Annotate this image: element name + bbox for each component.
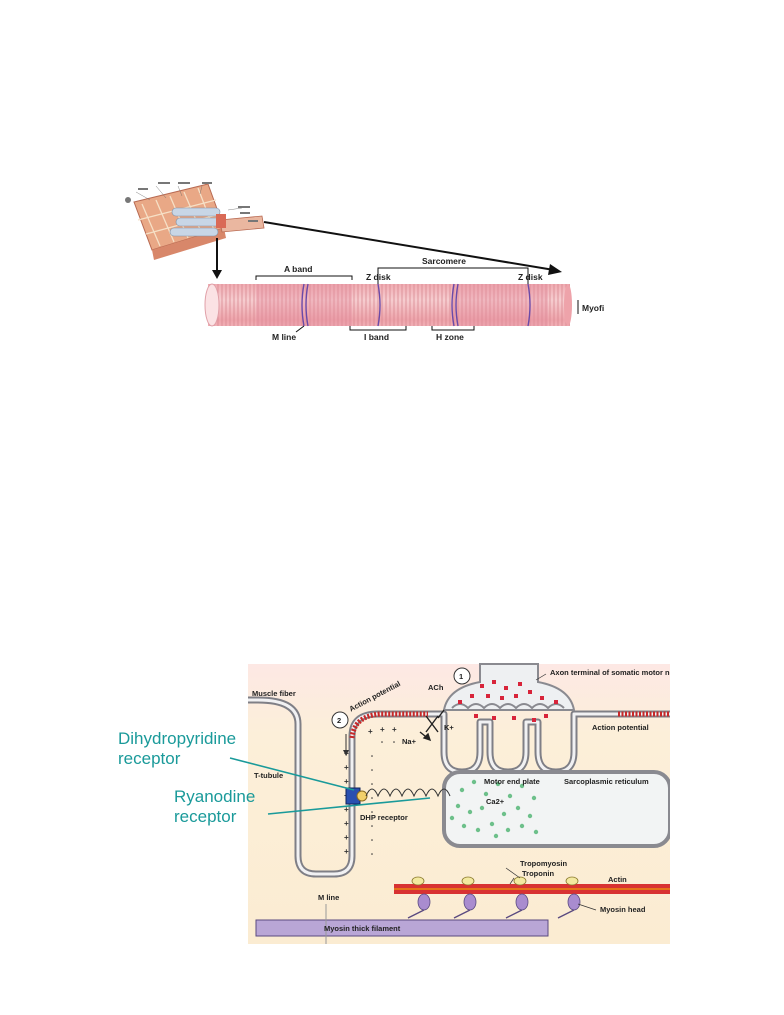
z-disk-right-label: Z disk bbox=[518, 272, 543, 282]
ryanodine-callout-line1: Ryanodine bbox=[174, 787, 255, 806]
dihydropyridine-callout-line2: receptor bbox=[118, 749, 181, 768]
ryanodine-leader bbox=[267, 797, 431, 815]
sarcomere-label: Sarcomere bbox=[422, 256, 466, 266]
muscle-fiber-label: Muscle fiber bbox=[252, 689, 296, 698]
membrane-charges: +++ +++ ++ +++ bbox=[344, 725, 397, 856]
troponin-label: Troponin bbox=[522, 869, 554, 878]
band-brackets bbox=[255, 267, 579, 333]
a-band-label: A band bbox=[284, 264, 313, 274]
step-2-marker: 2 bbox=[331, 711, 349, 729]
sr-coil bbox=[365, 788, 451, 798]
svg-text:+: + bbox=[344, 847, 349, 856]
myosin-heads bbox=[407, 893, 581, 919]
label-leaders bbox=[505, 673, 597, 911]
ca-label: Ca2+ bbox=[486, 797, 505, 806]
t-tubule-label: T-tubule bbox=[254, 771, 283, 780]
motor-end-plate-label: Motor end plate bbox=[484, 777, 540, 786]
svg-text:+: + bbox=[368, 727, 373, 736]
dhp-receptor-label: DHP receptor bbox=[360, 813, 408, 822]
svg-text:1: 1 bbox=[459, 672, 463, 681]
tropomyosin-label: Tropomyosin bbox=[520, 859, 568, 868]
step-1-marker: 1 bbox=[453, 667, 471, 685]
sarcoplasmic-reticulum bbox=[442, 770, 670, 848]
ach-molecules bbox=[458, 680, 558, 722]
m-line-label: M line bbox=[272, 332, 296, 342]
svg-text:+: + bbox=[380, 725, 385, 734]
myosin-head-label: Myosin head bbox=[600, 905, 646, 914]
svg-text:+: + bbox=[344, 805, 349, 814]
h-zone-label: H zone bbox=[436, 332, 464, 342]
myosin-thick-filament bbox=[255, 919, 549, 937]
action-potential-segment bbox=[349, 711, 670, 739]
ach-label: ACh bbox=[428, 683, 444, 692]
myofibril bbox=[204, 283, 572, 327]
i-band-label: I band bbox=[364, 332, 389, 342]
svg-text:+: + bbox=[344, 819, 349, 828]
sarcoplasmic-reticulum-label: Sarcoplasmic reticulum bbox=[564, 777, 649, 786]
sarcomere-figure: A band Sarcomere Z disk Z disk M line I … bbox=[125, 182, 604, 342]
dihydropyridine-leader bbox=[229, 757, 355, 791]
troponin-complexes bbox=[411, 876, 579, 886]
ap-arrow-head bbox=[343, 750, 349, 756]
dihydropyridine-callout-line1: Dihydropyridine bbox=[118, 729, 236, 748]
magnification-arrows bbox=[212, 221, 562, 279]
svg-text:+: + bbox=[344, 777, 349, 786]
action-potential-right-label: Action potential bbox=[592, 723, 649, 732]
ion-channel-icon bbox=[419, 709, 445, 742]
svg-text:+: + bbox=[344, 833, 349, 842]
myofibril-label: Myofi bbox=[582, 303, 604, 313]
ryanodine-receptor bbox=[356, 790, 368, 802]
svg-text:+: + bbox=[392, 725, 397, 734]
axon-terminal-label: Axon terminal of somatic motor neuron bbox=[550, 668, 670, 677]
k-plus-label: K+ bbox=[444, 723, 454, 732]
svg-text:+: + bbox=[344, 763, 349, 772]
excitation-contraction-figure: 1 2 +++ +++ ++ +++ bbox=[118, 663, 670, 944]
actin-label: Actin bbox=[608, 875, 627, 884]
svg-text:2: 2 bbox=[337, 716, 341, 725]
ryanodine-callout-line2: receptor bbox=[174, 807, 237, 826]
z-disk-left-label: Z disk bbox=[366, 272, 391, 282]
na-plus-label: Na+ bbox=[402, 737, 417, 746]
calcium-ions bbox=[449, 779, 539, 839]
muscle-bundle-illustration bbox=[125, 182, 265, 260]
myosin-thick-filament-label: Myosin thick filament bbox=[324, 924, 401, 933]
m-line-label: M line bbox=[318, 893, 339, 902]
